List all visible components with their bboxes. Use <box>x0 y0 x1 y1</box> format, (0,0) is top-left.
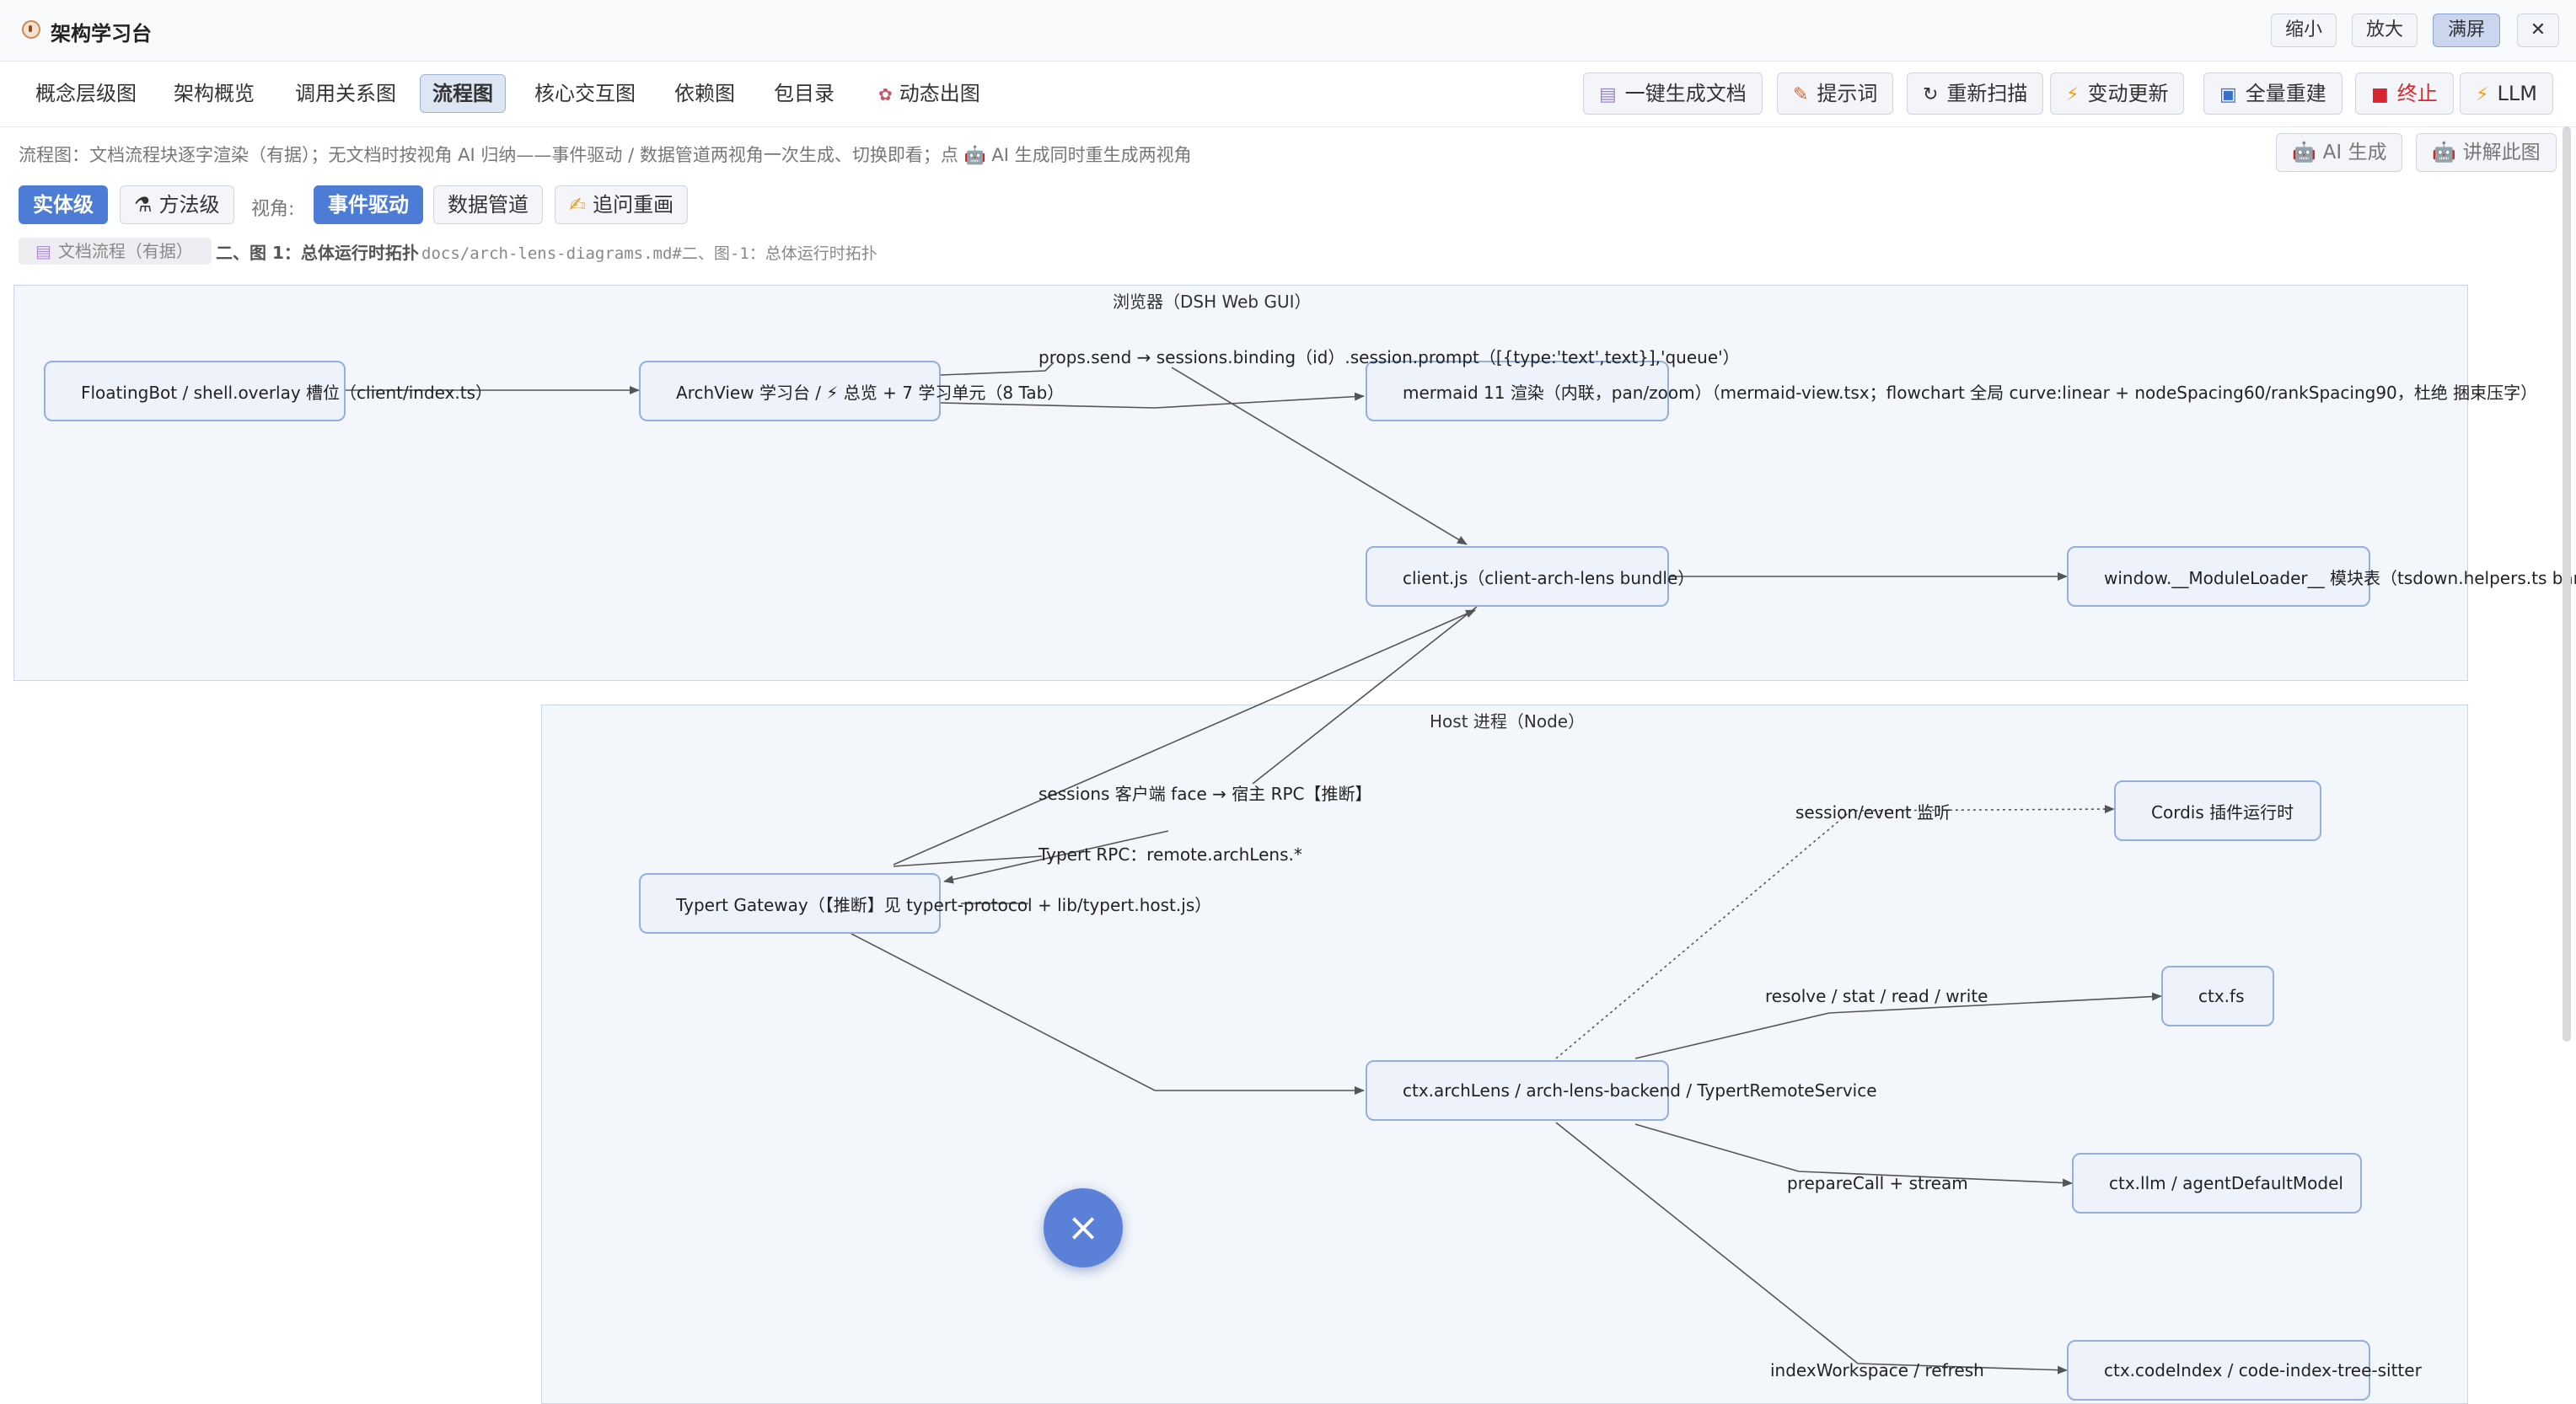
edge-archlens-codeindex <box>1555 1122 2068 1375</box>
explain-diagram-label: 讲解此图 <box>2462 142 2541 163</box>
data-pipeline-toggle[interactable]: 数据管道 <box>433 185 543 224</box>
node-floatingbot[interactable]: FloatingBot / shell.overlay 槽位（client/in… <box>44 361 492 421</box>
node-clientjs[interactable]: client.js（client-arch-lens bundle） <box>1366 546 1694 607</box>
prompt-button[interactable]: ✎ 提示词 <box>1777 72 1894 115</box>
llm-label: LLM <box>2497 82 2537 105</box>
change-update-label: 变动更新 <box>2087 82 2169 105</box>
edge-archview-mermaid <box>940 362 1055 376</box>
rescan-label: 重新扫描 <box>1946 82 2028 105</box>
edge-sessions-face <box>943 830 1169 884</box>
method-level-label: 方法级 <box>158 193 220 217</box>
tab-architecture-overview[interactable]: 架构概览 <box>174 82 255 105</box>
perspective-label: 视角: <box>251 199 295 220</box>
tab-dynamic-diagram[interactable]: ✿ 动态出图 <box>867 74 992 113</box>
vertical-scrollbar[interactable] <box>2563 126 2571 1042</box>
redraw-label: 追问重画 <box>593 193 674 217</box>
stop-button[interactable]: ■ 终止 <box>2355 72 2454 115</box>
tab-dependency-graph[interactable]: 依赖图 <box>674 82 735 105</box>
stop-icon: ■ <box>2371 84 2389 105</box>
tab-core-interaction[interactable]: 核心交互图 <box>534 82 636 105</box>
edge-session-event <box>1555 805 2115 1059</box>
cluster-browser-label: 浏览器（DSH Web GUI） <box>1113 292 1312 312</box>
ai-generate-label: AI 生成 <box>2322 142 2387 163</box>
microscope-icon: ⚗ <box>134 193 153 217</box>
tab-concept-hierarchy[interactable]: 概念层级图 <box>35 82 137 105</box>
node-typert-gateway[interactable]: Typert Gateway（【推断】见 typert-protocol + l… <box>639 873 1211 934</box>
app-title: 架构学习台 <box>51 22 152 46</box>
generate-docs-label: 一键生成文档 <box>1624 82 1747 105</box>
edge-archview-mermaid-2 <box>940 392 1365 409</box>
node-ctx-archlens[interactable]: ctx.archLens / arch-lens-backend / Typer… <box>1366 1060 1877 1121</box>
robot-icon: 🤖 <box>2432 142 2456 163</box>
doc-source-tag-label: 文档流程（有据） <box>57 241 193 261</box>
method-level-toggle[interactable]: ⚗方法级 <box>120 185 234 224</box>
explain-diagram-button[interactable]: 🤖 讲解此图 <box>2416 133 2557 172</box>
prompt-label: 提示词 <box>1817 82 1878 105</box>
app-logo-icon <box>22 20 40 39</box>
llm-button[interactable]: ⚡ LLM <box>2460 72 2553 115</box>
generate-docs-button[interactable]: ▤ 一键生成文档 <box>1583 72 1763 115</box>
fullscreen-button[interactable]: 满屏 <box>2433 13 2500 47</box>
zoom-in-button[interactable]: 放大 <box>2352 13 2418 47</box>
floating-close-button[interactable]: × <box>1044 1188 1123 1267</box>
tab-package-directory[interactable]: 包目录 <box>774 82 835 105</box>
edge-props-send <box>1171 367 1468 545</box>
edge-label-resolve: resolve / stat / read / write <box>1765 986 1988 1006</box>
pencil-icon: ✎ <box>1793 84 1809 105</box>
ai-generate-button[interactable]: 🤖 AI 生成 <box>2276 133 2403 172</box>
doc-path: docs/arch-lens-diagrams.md#二、图-1：总体运行时拓扑 <box>421 244 877 263</box>
node-ctx-llm[interactable]: ctx.llm / agentDefaultModel <box>2072 1153 2362 1214</box>
tab-dynamic-diagram-label: 动态出图 <box>899 82 980 105</box>
lightning-icon: ⚡ <box>2066 84 2080 105</box>
node-archview[interactable]: ArchView 学习台 / ⚡ 总览 + 7 学习单元（8 Tab） <box>639 361 1064 421</box>
lightning-icon: ⚡ <box>2476 84 2489 105</box>
edge-label-props-send: props.send → sessions.binding（id）.sessio… <box>1038 347 1740 367</box>
tab-flowchart[interactable]: 流程图 <box>420 74 506 113</box>
edge-label-index-workspace: indexWorkspace / refresh <box>1770 1360 1984 1380</box>
robot-icon: 🤖 <box>2292 142 2316 163</box>
edge-label-typert-rpc: Typert RPC：remote.archLens.* <box>1038 844 1302 865</box>
node-ctx-fs[interactable]: ctx.fs <box>2161 966 2274 1026</box>
node-mermaid[interactable]: mermaid 11 渲染（内联，pan/zoom）（mermaid-view.… <box>1366 361 2537 421</box>
node-moduleloader[interactable]: window.__ModuleLoader__ 模块表（tsdown.helpe… <box>2067 546 2576 607</box>
edge-gateway-clientjs-1 <box>893 609 1476 865</box>
document-icon: ▤ <box>35 241 51 261</box>
node-ctx-codeindex[interactable]: ctx.codeIndex / code-index-tree-sitter <box>2067 1340 2422 1401</box>
title-bar <box>0 0 2576 62</box>
brain-icon: ✿ <box>878 84 893 104</box>
event-driven-toggle[interactable]: 事件驱动 <box>314 185 423 224</box>
cluster-host-label: Host 进程（Node） <box>1430 711 1586 731</box>
tab-call-graph[interactable]: 调用关系图 <box>295 82 396 105</box>
change-update-button[interactable]: ⚡ 变动更新 <box>2050 72 2185 115</box>
stop-label: 终止 <box>2396 82 2438 105</box>
edge-typert-rpc <box>893 855 1043 867</box>
close-window-button[interactable]: ✕ <box>2517 13 2559 47</box>
rescan-button[interactable]: ↻ 重新扫描 <box>1907 72 2044 115</box>
document-icon: ▤ <box>1599 84 1617 105</box>
entity-level-toggle[interactable]: 实体级 <box>19 185 108 224</box>
cluster-browser <box>13 285 2468 681</box>
edge-gateway-archlens <box>851 933 1365 1095</box>
flowchart-hint: 流程图：文档流程块逐字渲染（有据）；无文档时按视角 AI 归纳——事件驱动 / … <box>19 145 1192 165</box>
writing-hand-icon: ✍ <box>569 193 587 217</box>
edge-clientjs-gateway <box>1252 606 1478 785</box>
refresh-icon: ↻ <box>1923 84 1939 105</box>
toolbar-divider <box>0 126 2576 127</box>
full-rebuild-label: 全量重建 <box>2245 82 2326 105</box>
edge-label-session-event: session/event 监听 <box>1795 802 1951 823</box>
cluster-host <box>541 705 2468 1404</box>
full-rebuild-button[interactable]: ▣ 全量重建 <box>2203 72 2343 115</box>
redraw-button[interactable]: ✍追问重画 <box>555 185 689 224</box>
rebuild-icon: ▣ <box>2219 84 2237 105</box>
doc-source-tag: ▤ 文档流程（有据） <box>19 238 212 265</box>
edge-archlens-fs <box>1634 992 2162 1059</box>
doc-section-title: 二、图 1：总体运行时拓扑 <box>216 243 419 263</box>
edge-label-sessions-face: sessions 客户端 face → 宿主 RPC【推断】 <box>1038 784 1372 804</box>
edge-archlens-llm <box>1634 1123 2073 1187</box>
edge-label-prepare: prepareCall + stream <box>1787 1173 1968 1193</box>
zoom-out-button[interactable]: 缩小 <box>2271 13 2337 47</box>
node-cordis[interactable]: Cordis 插件运行时 <box>2114 780 2321 841</box>
